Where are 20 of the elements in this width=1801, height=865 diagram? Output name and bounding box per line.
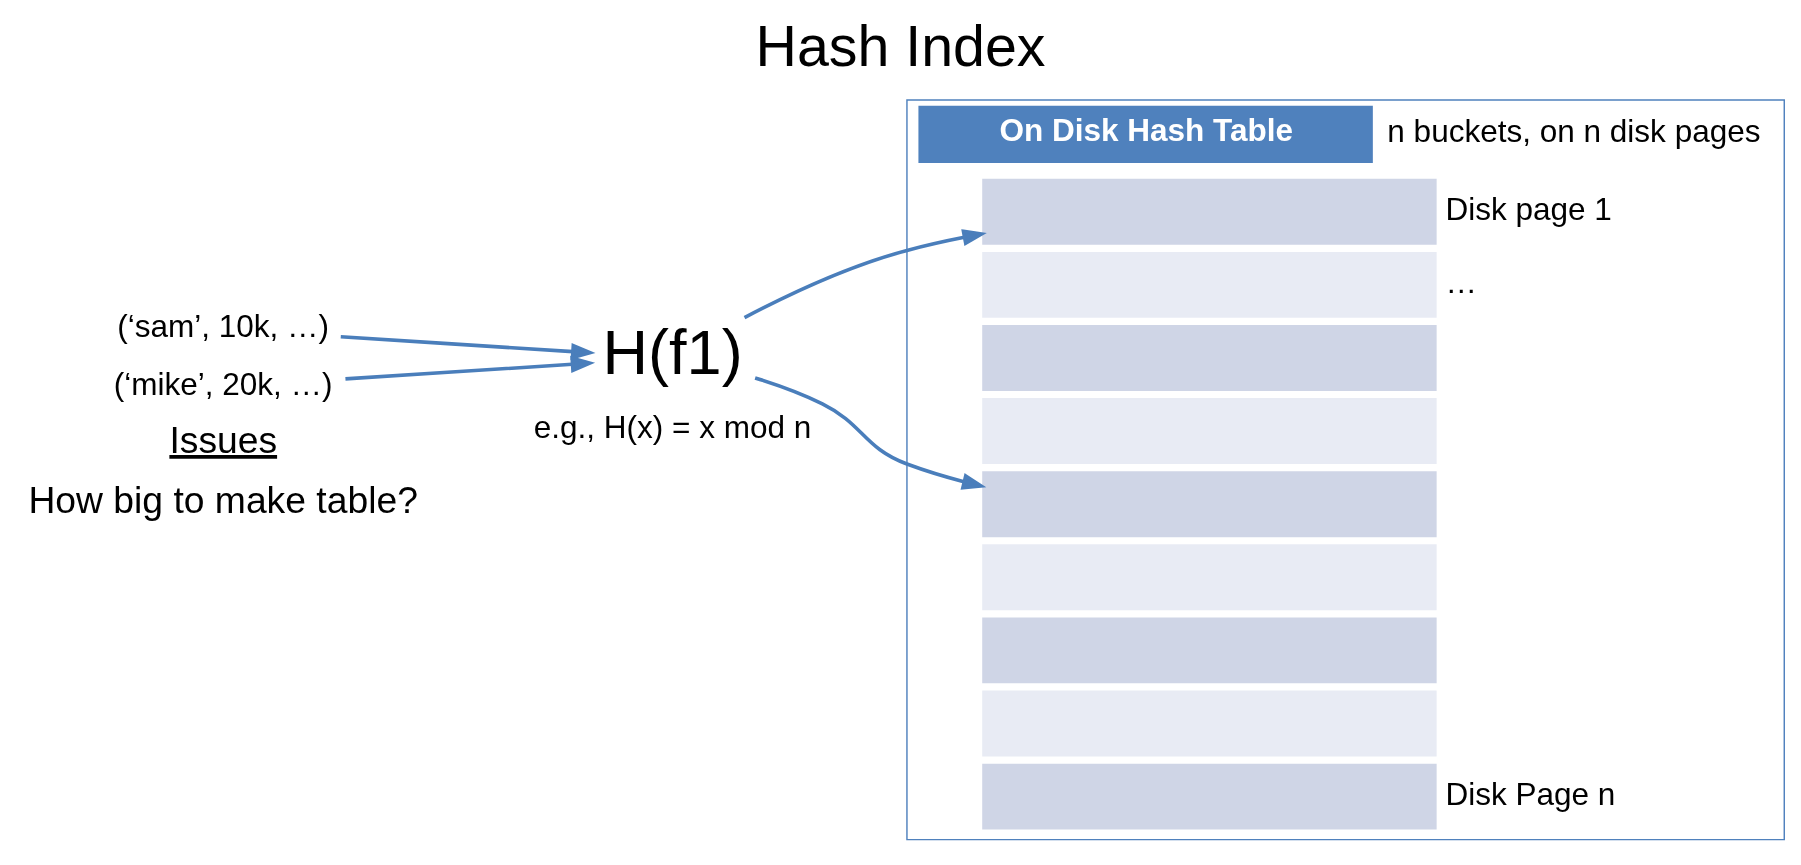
node-label: Disk Page n	[1445, 775, 1616, 812]
arrow	[345, 355, 596, 381]
node-text: (‘mike’, 20k, …)	[113, 365, 333, 402]
node-label: e.g., H(x) = x mod n	[533, 408, 812, 445]
node-text: (‘sam’, 10k, …)	[117, 308, 330, 345]
arrow	[340, 334, 596, 361]
node-label: …	[1445, 263, 1477, 300]
arrow	[743, 229, 987, 320]
node-label: n buckets, on n disk pages	[1387, 113, 1761, 150]
node-text: H(f1)	[602, 317, 743, 388]
diagram-title: Hash Index	[755, 13, 1046, 78]
node-box	[982, 471, 1437, 538]
node-box	[982, 325, 1437, 391]
node-box	[982, 763, 1437, 830]
label: Issues	[169, 419, 278, 461]
node-box	[982, 617, 1437, 684]
node-box	[982, 178, 1437, 245]
label: How big to make table?	[28, 479, 418, 522]
arrow	[754, 376, 987, 490]
node-label: Disk page 1	[1445, 190, 1612, 227]
